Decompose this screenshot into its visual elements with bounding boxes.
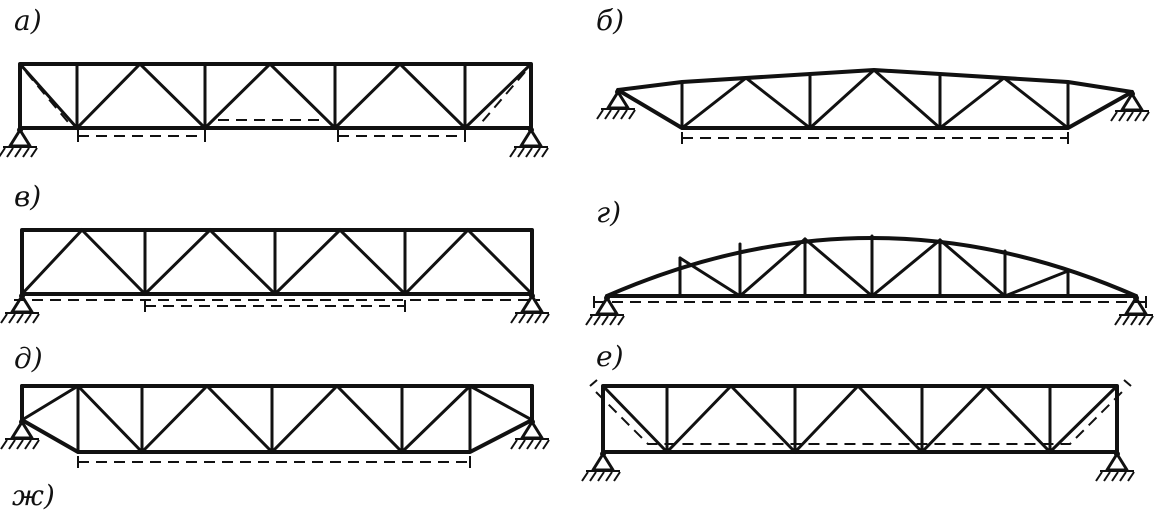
support-g-right — [1113, 293, 1155, 327]
label-a: а) — [14, 4, 42, 37]
support-b-left — [595, 87, 637, 121]
support-b-right — [1109, 89, 1151, 123]
support-a-left — [0, 125, 39, 159]
support-g-left — [584, 293, 626, 327]
truss-v — [0, 227, 551, 325]
support-d-right — [509, 417, 551, 451]
truss-d — [0, 383, 551, 468]
support-e-right — [1094, 449, 1136, 483]
truss-a — [0, 61, 550, 159]
label-b: б) — [596, 4, 624, 37]
support-d-left — [0, 417, 41, 451]
label-d: д) — [14, 342, 43, 375]
truss-e — [580, 379, 1136, 483]
support-v-right — [509, 291, 551, 325]
label-v: в) — [14, 180, 41, 213]
support-v-left — [0, 291, 41, 325]
support-e-left — [580, 449, 622, 483]
label-e: е) — [596, 340, 624, 373]
truss-g — [584, 234, 1155, 327]
label-zh: ж) — [12, 479, 55, 512]
support-a-right — [508, 125, 550, 159]
truss-b — [595, 67, 1151, 144]
label-g: г) — [596, 196, 621, 229]
